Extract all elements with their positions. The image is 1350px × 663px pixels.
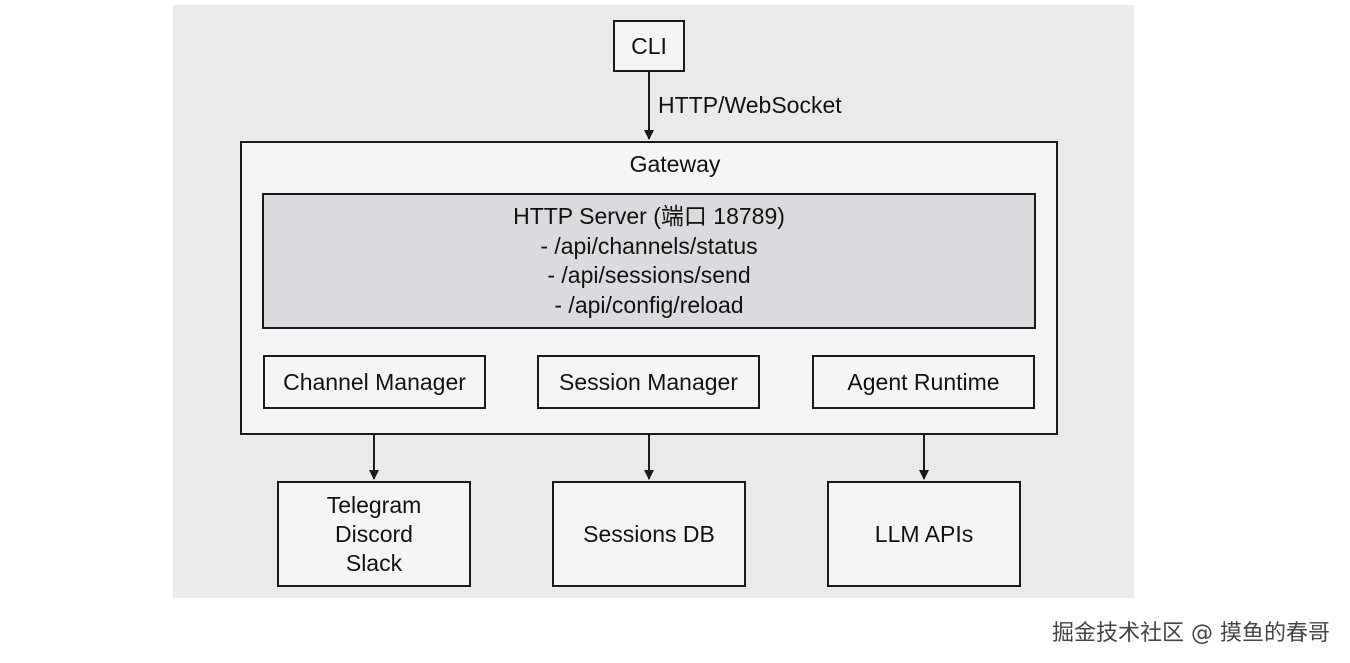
cli-label: CLI	[631, 32, 667, 59]
agent-runtime-label: Agent Runtime	[847, 368, 1000, 395]
sessions-db-label: Sessions DB	[583, 520, 715, 547]
channel-manager-label: Channel Manager	[283, 368, 466, 395]
platform-telegram: Telegram	[326, 491, 422, 518]
http-server-box: HTTP Server (端口 18789) - /api/channels/s…	[262, 193, 1036, 329]
watermark-text: 掘金技术社区 @ 摸鱼的春哥	[1052, 621, 1330, 646]
session-manager-node: Session Manager	[537, 355, 760, 409]
session-manager-label: Session Manager	[559, 368, 738, 395]
gateway-title: Gateway	[629, 151, 721, 177]
cli-node: CLI	[613, 20, 685, 72]
platforms-node: Telegram Discord Slack	[277, 481, 471, 587]
agent-runtime-node: Agent Runtime	[812, 355, 1035, 409]
endpoint-sessions-send: - /api/sessions/send	[547, 262, 751, 288]
http-server-title: HTTP Server (端口 18789)	[513, 203, 785, 229]
llm-apis-node: LLM APIs	[827, 481, 1021, 587]
endpoint-channels-status: - /api/channels/status	[540, 232, 758, 259]
sessions-db-node: Sessions DB	[552, 481, 746, 587]
llm-apis-label: LLM APIs	[874, 520, 974, 547]
connection-label: HTTP/WebSocket	[658, 92, 842, 118]
platform-slack: Slack	[345, 549, 403, 576]
platform-discord: Discord	[335, 520, 413, 547]
channel-manager-node: Channel Manager	[263, 355, 486, 409]
endpoint-config-reload: - /api/config/reload	[554, 291, 744, 318]
